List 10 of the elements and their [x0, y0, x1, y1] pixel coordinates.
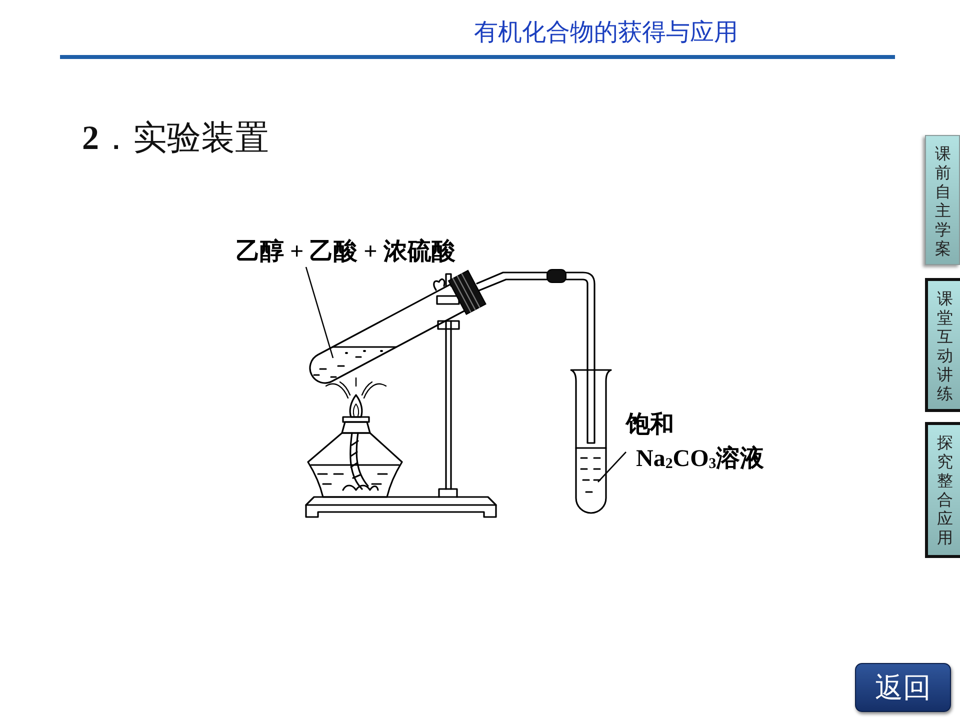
callout-label: 乙醇 + 乙酸 + 浓硫酸 [236, 237, 456, 267]
chapter-tab: 课前自主学案 [925, 135, 960, 265]
chapter-tab: 探究整合应用 [925, 422, 960, 558]
leader-line [598, 452, 626, 482]
callout-label: 饱和 Na$_{2}$CO$_{3}$溶液 [626, 408, 786, 482]
chapter-tab: 课堂互动讲练 [925, 278, 960, 412]
section-heading: 2．实验装置 [82, 119, 269, 159]
leader-line [305, 266, 334, 358]
header-title: 有机化合物的获得与应用 [474, 17, 738, 47]
back-button: 返回 [855, 663, 951, 712]
